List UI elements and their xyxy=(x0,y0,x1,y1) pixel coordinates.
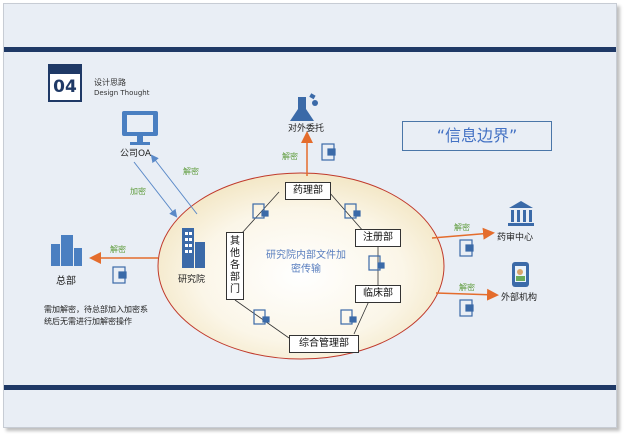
section-number-box: 04 xyxy=(48,64,82,102)
dept-clinical: 临床部 xyxy=(355,285,401,303)
dept-pharmacology: 药理部 xyxy=(285,182,331,200)
center-label: 研究院内部文件加密传输 xyxy=(266,250,346,275)
monitor-icon xyxy=(122,111,158,145)
bottom-bar xyxy=(4,385,616,390)
section-title-en: Design Thought xyxy=(94,89,150,97)
dept-registration: 注册部 xyxy=(355,229,401,247)
node-institute: 研究院 xyxy=(178,275,206,285)
node-entrust: 对外委托 xyxy=(288,124,325,134)
top-bar xyxy=(4,47,616,52)
arrow-to-review xyxy=(431,227,495,240)
label-decrypt-hq: 解密 xyxy=(110,245,126,254)
label-decrypt-review: 解密 xyxy=(454,223,470,232)
outer-doc-icons xyxy=(112,143,474,317)
flask-icon xyxy=(290,93,318,121)
building-icon-hq xyxy=(51,235,82,266)
node-external: 外部机构 xyxy=(501,293,538,303)
bank-icon xyxy=(508,201,534,226)
phone-icon xyxy=(512,262,529,287)
arrow-to-external xyxy=(435,288,499,301)
section-number: 04 xyxy=(53,77,77,97)
arrow-oa-to-institute xyxy=(133,161,178,218)
arrow-institute-to-oa xyxy=(150,154,198,215)
node-oa: 公司OA xyxy=(120,149,152,159)
section-title-cn: 设计思路 xyxy=(94,78,126,87)
dept-others: 其 他 各 部 门 xyxy=(226,232,244,300)
doc-lock-icons xyxy=(252,203,385,325)
label-decrypt-external: 解密 xyxy=(459,283,475,292)
dept-management: 综合管理部 xyxy=(289,335,359,353)
hq-note: 需加解密，待总部加入加密系统后无需进行加解密操作 xyxy=(44,305,148,326)
building-icon-institute xyxy=(182,228,205,268)
label-decrypt-oa: 解密 xyxy=(183,167,199,176)
node-review: 药审中心 xyxy=(497,233,534,243)
slide: 04 设计思路 Design Thought “信息边界” xyxy=(3,3,617,428)
diagram-canvas xyxy=(51,93,534,360)
node-hq: 总部 xyxy=(56,276,76,287)
info-boundary-title: “信息边界” xyxy=(402,121,552,151)
label-decrypt-entrust: 解密 xyxy=(282,152,298,161)
label-encrypt: 加密 xyxy=(130,187,146,196)
boundary-ellipse xyxy=(157,172,445,360)
